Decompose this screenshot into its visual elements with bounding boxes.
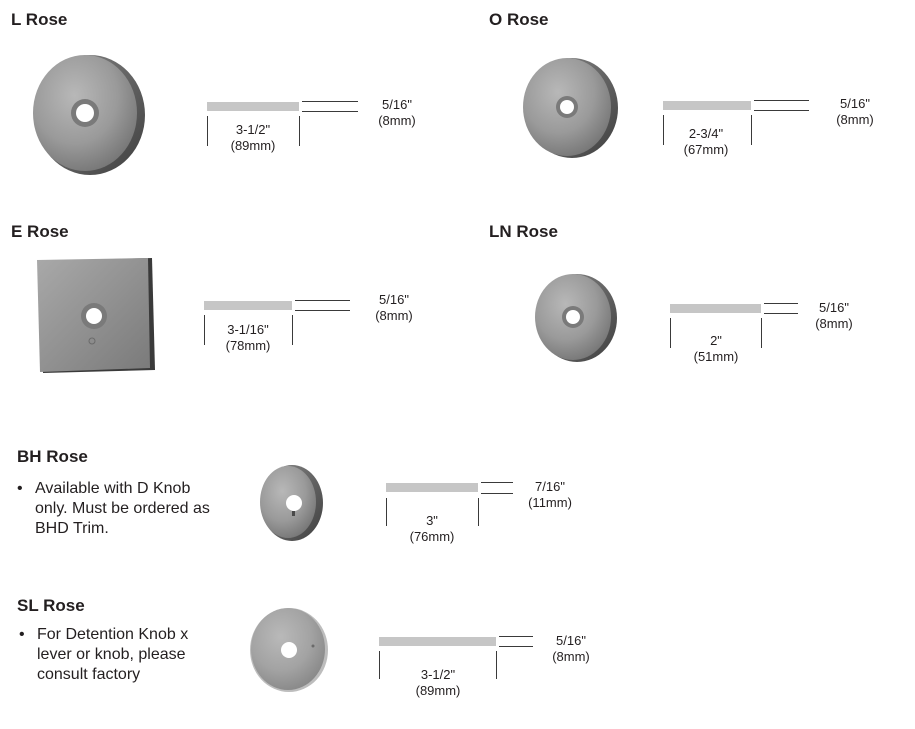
l-rose-thickness-label: 5/16"(8mm) xyxy=(378,97,416,128)
e-rose-title: E Rose xyxy=(11,222,69,241)
o-rose-title: O Rose xyxy=(489,10,549,29)
bh-rose-width-label: 3"(76mm) xyxy=(409,513,455,544)
bh-rose-dim-line-right xyxy=(478,498,479,526)
sl-rose-thick-line-top xyxy=(499,636,533,637)
sl-rose-title: SL Rose xyxy=(17,596,85,615)
l-rose-image xyxy=(33,55,145,175)
o-rose-image xyxy=(523,58,618,158)
ln-rose-image xyxy=(535,274,617,362)
l-rose-dim-line-right xyxy=(299,116,300,146)
bh-rose-thickness-label: 7/16"(11mm) xyxy=(528,479,572,510)
l-rose-title: L Rose xyxy=(11,10,68,29)
l-rose-thick-line-top xyxy=(302,101,358,102)
ln-rose-width-label: 2"(51mm) xyxy=(693,333,739,364)
sl-rose-thick-line-bottom xyxy=(499,646,533,647)
o-rose-width-label: 2-3/4"(67mm) xyxy=(683,126,729,157)
sl-rose-note: For Detention Knob x lever or knob, plea… xyxy=(17,625,222,685)
sl-rose-dim-line-right xyxy=(496,651,497,679)
ln-rose-thick-line-bottom xyxy=(764,313,798,314)
ln-rose-thickness-label: 5/16"(8mm) xyxy=(815,300,853,331)
bh-rose-width-bar xyxy=(386,483,478,492)
ln-rose-dim-line-left xyxy=(670,318,671,348)
ln-rose-dim-line-right xyxy=(761,318,762,348)
e-rose-image xyxy=(37,258,155,373)
e-rose-width-label: 3-1/16"(78mm) xyxy=(225,322,271,353)
e-rose-width-bar xyxy=(204,301,292,310)
ln-rose-width-bar xyxy=(670,304,761,313)
o-rose-thick-line-top xyxy=(754,100,809,101)
sl-rose-image xyxy=(250,608,328,692)
bh-rose-note-item: Available with D Knob only. Must be orde… xyxy=(15,479,225,539)
o-rose-thick-line-bottom xyxy=(754,110,809,111)
ln-rose-thick-line-top xyxy=(764,303,798,304)
o-rose-dim-line-right xyxy=(751,115,752,145)
bh-rose-dim-line-left xyxy=(386,498,387,526)
bh-rose-thick-line-bottom xyxy=(481,493,513,494)
e-rose-thickness-label: 5/16"(8mm) xyxy=(375,292,413,323)
o-rose-thickness-label: 5/16"(8mm) xyxy=(836,96,874,127)
bh-rose-note: Available with D Knob only. Must be orde… xyxy=(15,479,225,539)
sl-rose-width-label: 3-1/2"(89mm) xyxy=(415,667,461,698)
sl-rose-dim-line-left xyxy=(379,651,380,679)
l-rose-width-label: 3-1/2"(89mm) xyxy=(230,122,276,153)
bh-rose-thick-line-top xyxy=(481,482,513,483)
e-rose-dim-line-left xyxy=(204,315,205,345)
bh-rose-title: BH Rose xyxy=(17,447,88,466)
o-rose-width-bar xyxy=(663,101,751,110)
ln-rose-title: LN Rose xyxy=(489,222,558,241)
sl-rose-note-item: For Detention Knob x lever or knob, plea… xyxy=(17,625,222,685)
o-rose-dim-line-left xyxy=(663,115,664,145)
l-rose-dim-line-left xyxy=(207,116,208,146)
sl-rose-thickness-label: 5/16"(8mm) xyxy=(552,633,590,664)
l-rose-width-bar xyxy=(207,102,299,111)
bh-rose-image xyxy=(260,465,323,541)
l-rose-thick-line-bottom xyxy=(302,111,358,112)
e-rose-dim-line-right xyxy=(292,315,293,345)
e-rose-thick-line-top xyxy=(295,300,350,301)
sl-rose-width-bar xyxy=(379,637,496,646)
e-rose-thick-line-bottom xyxy=(295,310,350,311)
